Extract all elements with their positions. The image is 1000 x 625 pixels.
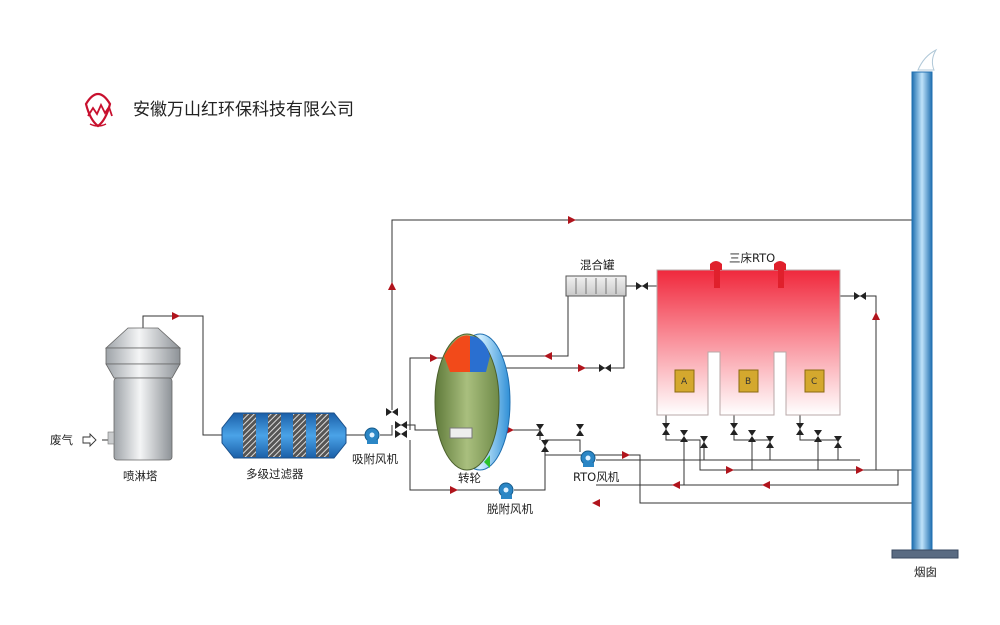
rto-bed-a: A [674, 369, 695, 393]
rto-label: 三床RTO [729, 251, 775, 265]
hollow-right-arrow-icon [82, 432, 97, 448]
waste-gas-label: 废气 [50, 433, 73, 447]
rto-fan [580, 450, 596, 467]
company-logo [84, 92, 113, 128]
rto-fan-label: RTO风机 [573, 470, 620, 484]
spray-tower-label: 喷淋塔 [123, 469, 158, 483]
multi-stage-filter [221, 412, 347, 459]
svg-text:C: C [811, 377, 817, 387]
rotor-wheel [434, 333, 511, 471]
desorption-fan [498, 482, 514, 499]
adsorption-fan [364, 427, 380, 444]
rto-unit [656, 261, 841, 416]
rto-bed-b: B [738, 369, 759, 393]
chimney-label: 烟囱 [914, 565, 937, 579]
spray-tower [104, 327, 182, 461]
chimney [891, 48, 959, 559]
rotor-label: 转轮 [458, 471, 481, 485]
desorption-fan-label: 脱附风机 [487, 502, 533, 516]
mixing-tank [565, 275, 627, 297]
svg-text:B: B [745, 377, 751, 387]
company-name: 安徽万山红环保科技有限公司 [133, 100, 354, 120]
adsorption-fan-label: 吸附风机 [352, 452, 398, 466]
filter-label: 多级过滤器 [246, 467, 304, 481]
flow-arrows [172, 216, 880, 507]
rto-bed-c: C [804, 369, 825, 393]
mixing-tank-label: 混合罐 [580, 258, 615, 272]
svg-text:A: A [681, 377, 688, 387]
